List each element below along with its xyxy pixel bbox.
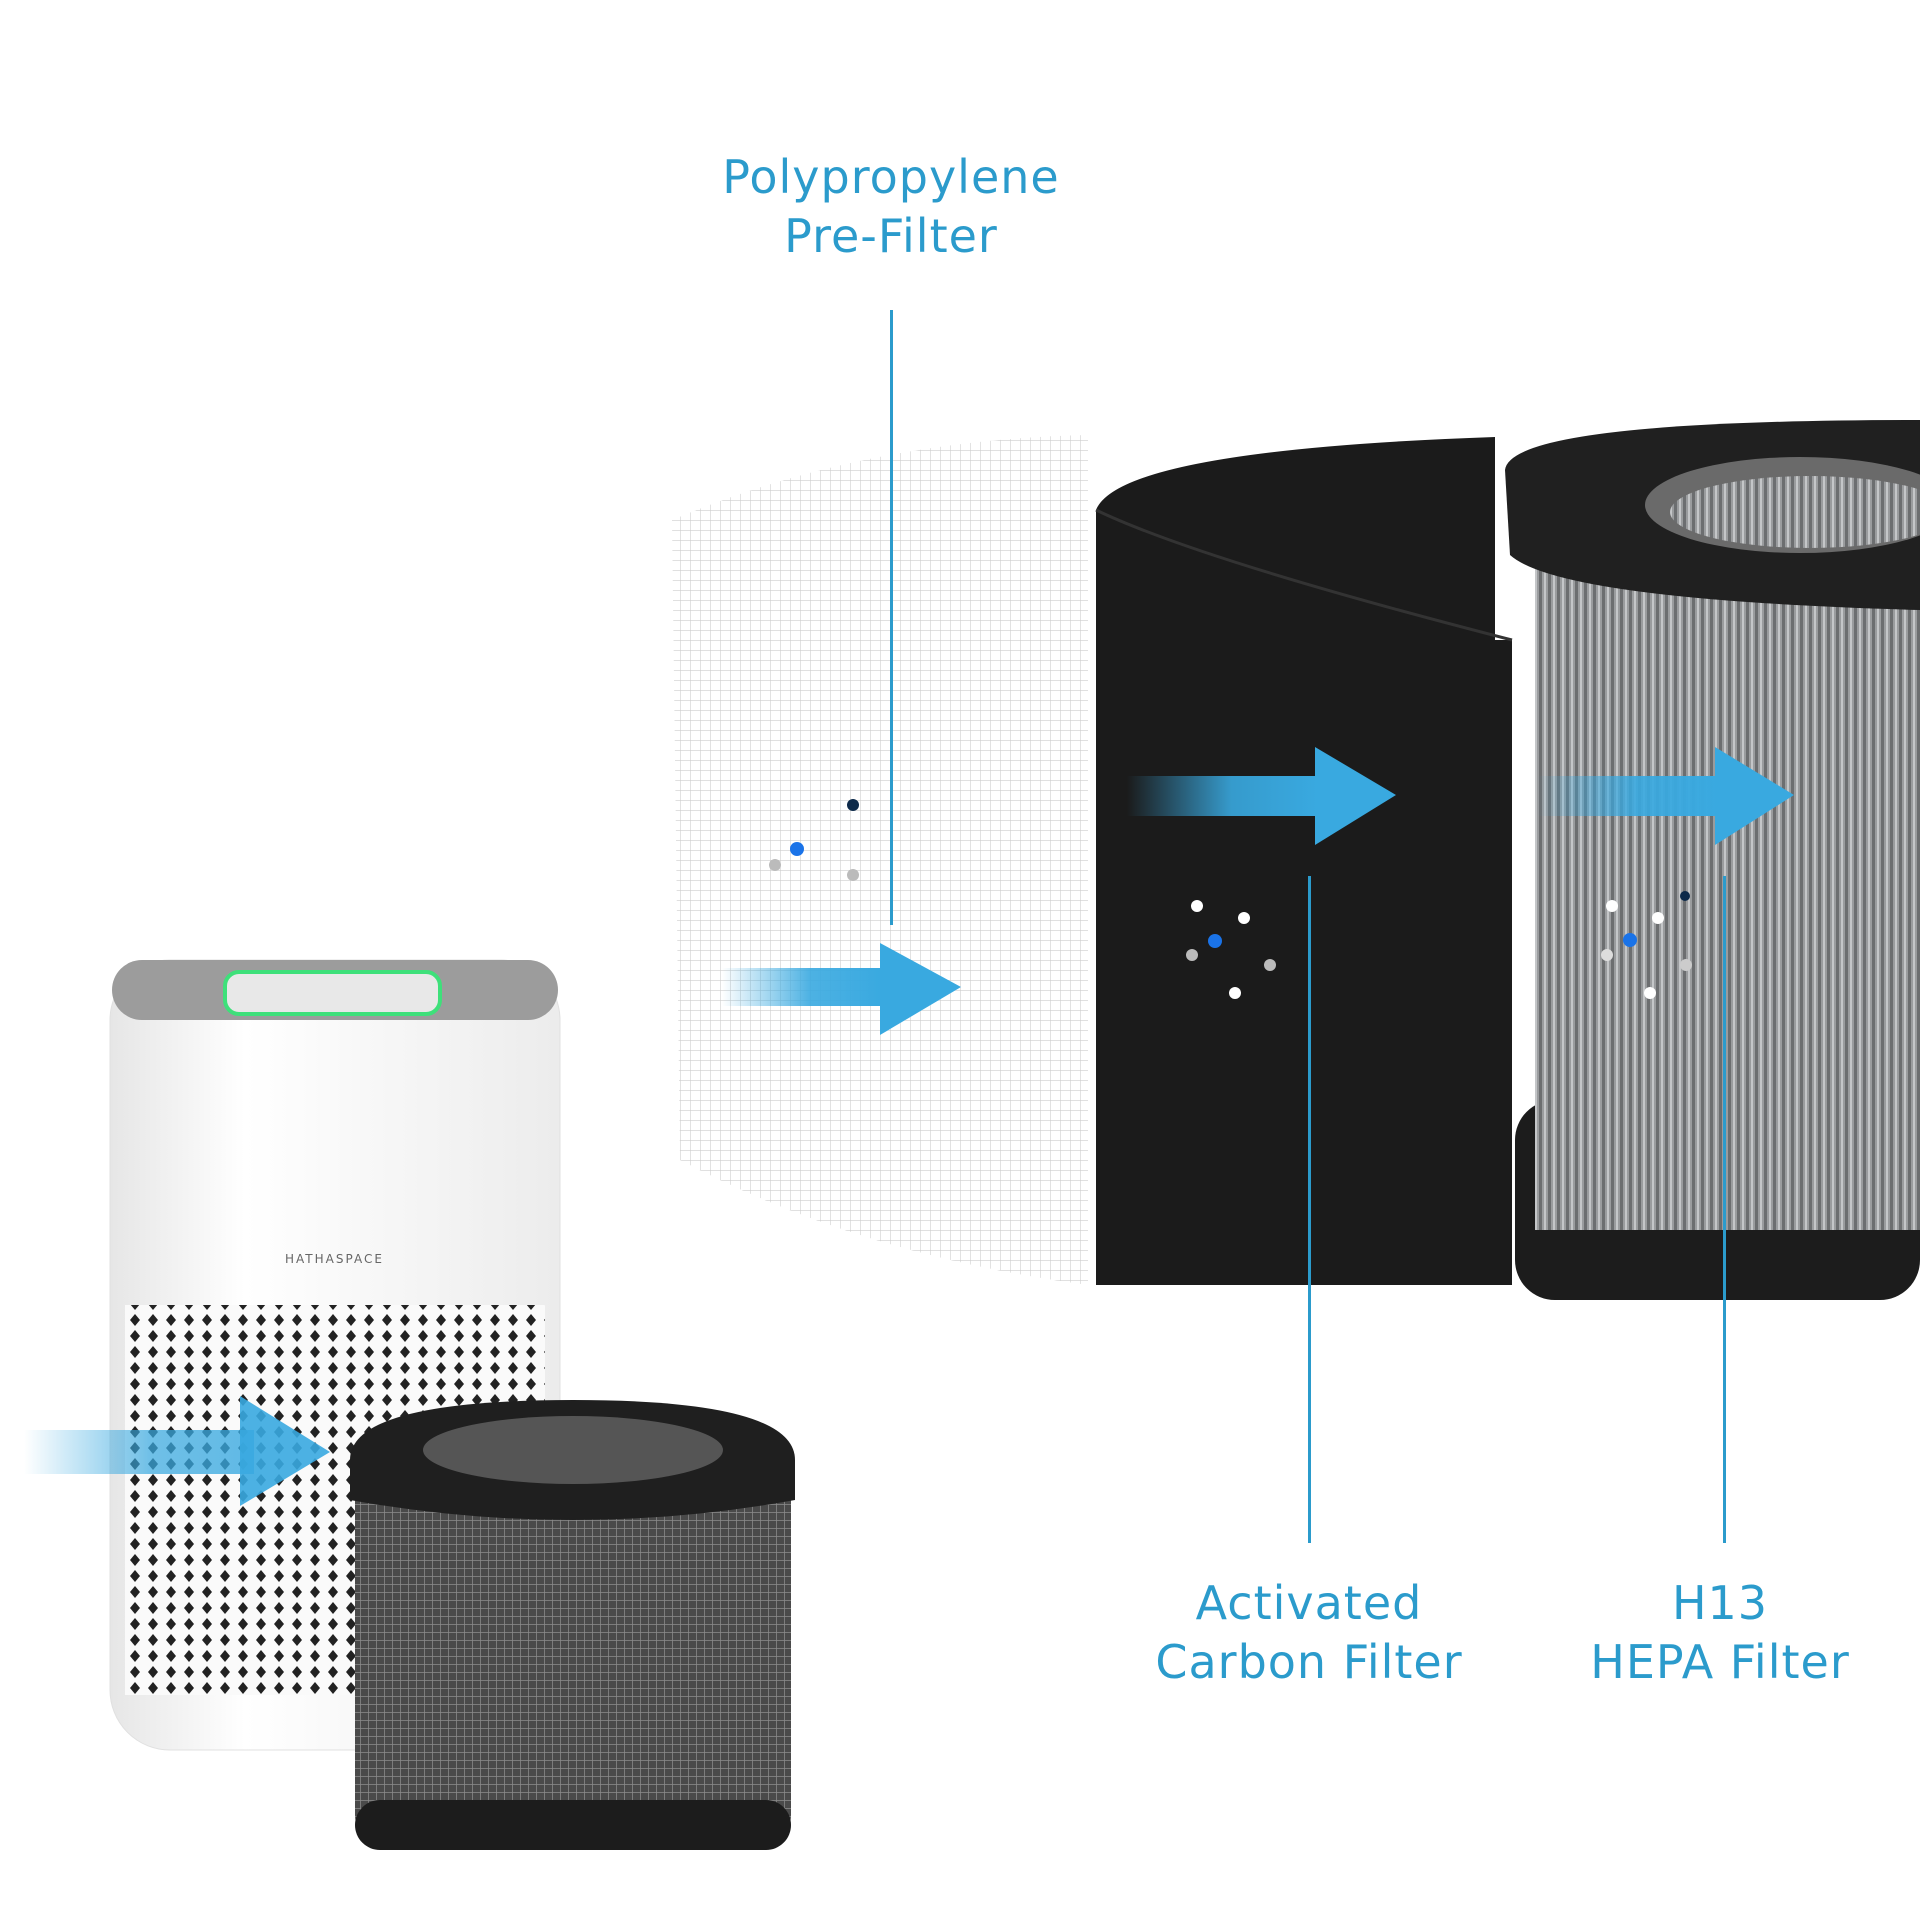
hepa-filter-label-line1: H13 — [1671, 1576, 1769, 1630]
brand-logo: HATHASPACE — [285, 1252, 384, 1266]
airflow-arrow-hepa — [1537, 747, 1794, 845]
carbon-filter-leader-line — [1308, 876, 1311, 1543]
hepa-filter-label-line2: HEPA Filter — [1590, 1635, 1850, 1689]
airflow-arrow-carbon — [1127, 747, 1396, 845]
airflow-arrow-purifier — [24, 1396, 330, 1506]
pre-filter-label: Polypropylene Pre-Filter — [722, 148, 1059, 266]
pre-filter-leader-line — [890, 310, 893, 925]
airflow-arrow-prefilter — [722, 943, 961, 1035]
hepa-filter-cylinder — [1505, 420, 1920, 1300]
carbon-filter-label-line1: Activated — [1195, 1576, 1423, 1630]
pre-filter-mesh — [672, 435, 1088, 1285]
carbon-filter-label: Activated Carbon Filter — [1155, 1574, 1462, 1692]
hepa-filter-leader-line — [1723, 876, 1726, 1543]
replacement-filter — [350, 1400, 795, 1850]
carbon-filter-sheet — [1096, 437, 1512, 1285]
particles — [769, 799, 1692, 999]
brand-logo-text: HATHASPACE — [285, 1252, 384, 1266]
pre-filter-label-line1: Polypropylene — [722, 150, 1060, 204]
carbon-filter-label-line2: Carbon Filter — [1155, 1635, 1463, 1689]
hepa-filter-label: H13 HEPA Filter — [1590, 1574, 1849, 1692]
pre-filter-label-line2: Pre-Filter — [784, 209, 998, 263]
